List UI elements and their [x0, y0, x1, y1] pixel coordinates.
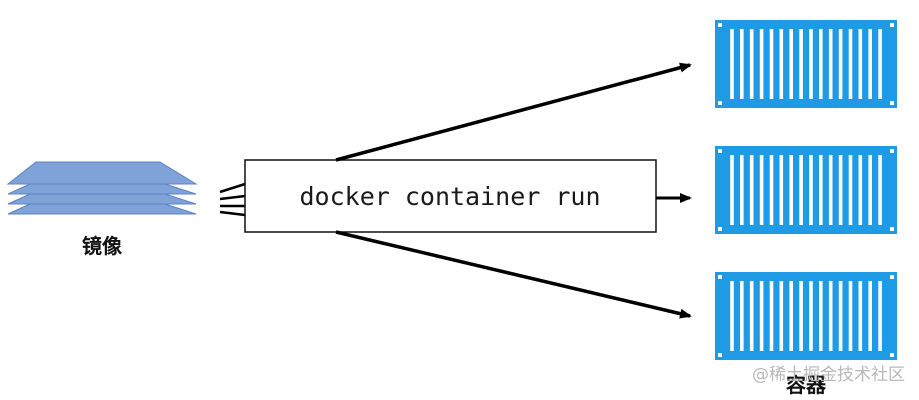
- container-slot: [878, 281, 882, 351]
- container-slot: [848, 281, 853, 351]
- command-box: [244, 159, 657, 233]
- container-body: [715, 20, 897, 108]
- image-to-command-lines: [219, 182, 246, 217]
- container-slot: [848, 29, 853, 99]
- container-slot: [749, 155, 754, 225]
- arrow-to-container-top: [335, 62, 692, 162]
- image-stack-icon: [6, 161, 198, 215]
- container-icon-3: [715, 272, 897, 360]
- image-layer-3: [7, 193, 197, 205]
- container-slot: [759, 281, 764, 351]
- container-slot: [809, 155, 813, 225]
- container-slot: [759, 29, 764, 99]
- container-slot: [799, 281, 803, 351]
- containers-label: 容器: [786, 373, 827, 397]
- container-slot: [749, 29, 754, 99]
- container-slot: [838, 281, 843, 351]
- arrow-to-container-bottom: [335, 230, 692, 319]
- container-slot: [789, 281, 793, 351]
- container-slot: [819, 29, 823, 99]
- container-slot: [848, 155, 853, 225]
- container-slot: [868, 155, 872, 225]
- container-slot: [809, 29, 813, 99]
- container-corner: [718, 149, 722, 153]
- container-corner: [718, 275, 722, 279]
- container-slot: [759, 155, 764, 225]
- container-slot: [819, 281, 823, 351]
- container-slot: [749, 281, 754, 351]
- container-slot: [858, 29, 863, 99]
- container-icon-1: [715, 20, 897, 108]
- container-slot: [858, 155, 863, 225]
- container-corner: [718, 227, 722, 231]
- container-corner: [718, 23, 722, 27]
- container-body: [715, 272, 897, 360]
- container-slot: [809, 281, 813, 351]
- container-slot: [789, 29, 793, 99]
- command-text: docker container run: [299, 182, 600, 211]
- container-slot: [819, 155, 823, 225]
- watermark-text: @稀土掘金技术社区: [752, 365, 905, 385]
- container-slot: [779, 281, 784, 351]
- container-slot: [769, 281, 774, 351]
- container-slot: [828, 29, 833, 99]
- container-icon-2: [715, 146, 897, 234]
- container-slot: [779, 155, 784, 225]
- container-corner: [718, 353, 722, 357]
- container-slot: [878, 29, 882, 99]
- container-slot: [769, 29, 774, 99]
- container-slot: [789, 155, 793, 225]
- container-body: [715, 146, 897, 234]
- container-corner: [890, 275, 894, 279]
- image-label: 镜像: [82, 234, 123, 258]
- container-slot: [730, 155, 734, 225]
- container-slot: [769, 155, 774, 225]
- container-slot: [858, 281, 863, 351]
- container-slot: [838, 29, 843, 99]
- image-layer-2: [7, 183, 197, 195]
- container-corner: [890, 353, 894, 357]
- container-slot: [730, 29, 734, 99]
- container-slot: [740, 155, 744, 225]
- container-slot: [799, 155, 803, 225]
- container-slot: [828, 281, 833, 351]
- container-corner: [718, 101, 722, 105]
- container-corner: [890, 23, 894, 27]
- containers-group: [715, 20, 897, 360]
- container-slot: [740, 29, 744, 99]
- container-slot: [868, 29, 872, 99]
- container-slot: [878, 155, 882, 225]
- image-layer-4: [7, 203, 197, 215]
- container-slot: [740, 281, 744, 351]
- container-slot: [799, 29, 803, 99]
- container-slot: [730, 281, 734, 351]
- container-slot: [828, 155, 833, 225]
- container-corner: [890, 227, 894, 231]
- container-slot: [838, 155, 843, 225]
- container-slot: [779, 29, 784, 99]
- container-corner: [890, 101, 894, 105]
- image-layer-1: [6, 161, 198, 185]
- container-slot: [868, 281, 872, 351]
- container-corner: [890, 149, 894, 153]
